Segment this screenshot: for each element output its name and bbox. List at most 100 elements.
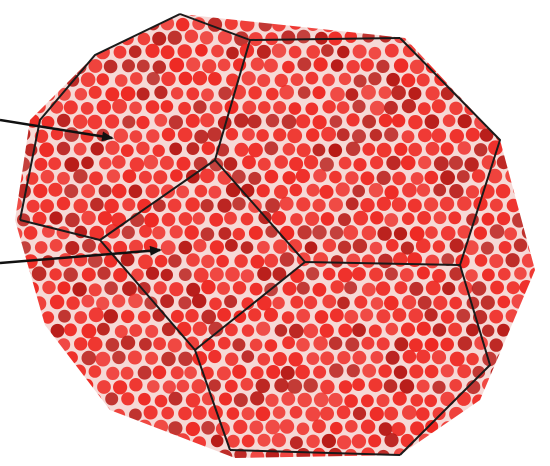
atom [241, 213, 254, 226]
atom [369, 378, 383, 392]
atom [291, 73, 304, 86]
atom [264, 59, 278, 73]
atom [345, 338, 359, 352]
atom [122, 59, 135, 72]
atom [338, 241, 351, 254]
atom [290, 269, 304, 283]
atom [385, 268, 398, 281]
atom [57, 142, 70, 155]
atom [258, 353, 271, 366]
atom [313, 115, 327, 129]
atom [171, 310, 184, 323]
atom [75, 88, 87, 100]
atom [384, 296, 399, 311]
atom [178, 352, 192, 366]
atom [440, 392, 454, 406]
atom [112, 351, 125, 364]
atom [210, 158, 224, 172]
atom [306, 45, 320, 59]
atom [361, 58, 374, 71]
atom [48, 183, 62, 197]
atom [337, 435, 351, 449]
atom [187, 142, 200, 155]
atom [49, 268, 61, 280]
atom [392, 197, 406, 211]
atom [147, 72, 160, 85]
atom [185, 309, 198, 322]
atom [296, 197, 310, 211]
atom [153, 309, 166, 322]
atom [97, 100, 111, 114]
atom [505, 253, 519, 267]
atom [457, 364, 471, 378]
atom [65, 241, 79, 255]
atom [242, 324, 254, 336]
atom [177, 322, 191, 336]
atom [129, 185, 143, 199]
atom [107, 169, 120, 182]
atom [353, 239, 367, 253]
atom [384, 128, 398, 142]
atom [296, 114, 310, 128]
atom [320, 185, 334, 199]
atom [264, 141, 278, 155]
atom [41, 170, 55, 184]
atom [465, 269, 478, 282]
atom [97, 267, 110, 280]
atom [418, 156, 431, 169]
atom [153, 366, 167, 380]
atom [211, 45, 224, 58]
atom [376, 309, 390, 323]
atom [64, 100, 78, 114]
atom [128, 351, 142, 365]
atom [440, 338, 454, 352]
atom [306, 128, 319, 141]
atom [39, 142, 54, 157]
atom [360, 309, 373, 322]
atom [168, 31, 182, 45]
atom [306, 72, 319, 85]
atom [74, 337, 87, 350]
atom [193, 71, 207, 85]
atom [331, 280, 344, 293]
atom [242, 350, 255, 363]
atom [153, 170, 167, 184]
atom [154, 86, 167, 99]
atom [257, 45, 271, 59]
atom [168, 338, 182, 352]
atom [57, 114, 70, 127]
atom [346, 142, 360, 156]
atom [273, 128, 286, 141]
atom [250, 421, 264, 435]
atom [402, 405, 417, 420]
atom [82, 239, 96, 253]
atom [82, 268, 96, 282]
atom [466, 353, 478, 365]
atom [130, 130, 143, 143]
atom [210, 101, 223, 114]
atom [305, 103, 318, 116]
atom [264, 308, 278, 322]
atom [50, 239, 63, 252]
atom [226, 183, 241, 198]
atom [258, 158, 271, 171]
atom [281, 30, 295, 44]
atom [64, 323, 77, 336]
atom [169, 143, 182, 156]
atom [208, 72, 222, 86]
atom [424, 197, 438, 211]
atom [104, 199, 119, 214]
atom [225, 267, 240, 282]
atom [145, 44, 159, 58]
atom [313, 252, 328, 267]
atom [425, 226, 438, 239]
atom [346, 60, 359, 73]
atom [248, 115, 262, 129]
atom [280, 419, 294, 433]
atom [186, 253, 200, 267]
atom [218, 87, 231, 100]
atom [313, 169, 326, 182]
atom [280, 197, 294, 211]
atom [432, 350, 446, 364]
atom [370, 129, 382, 141]
